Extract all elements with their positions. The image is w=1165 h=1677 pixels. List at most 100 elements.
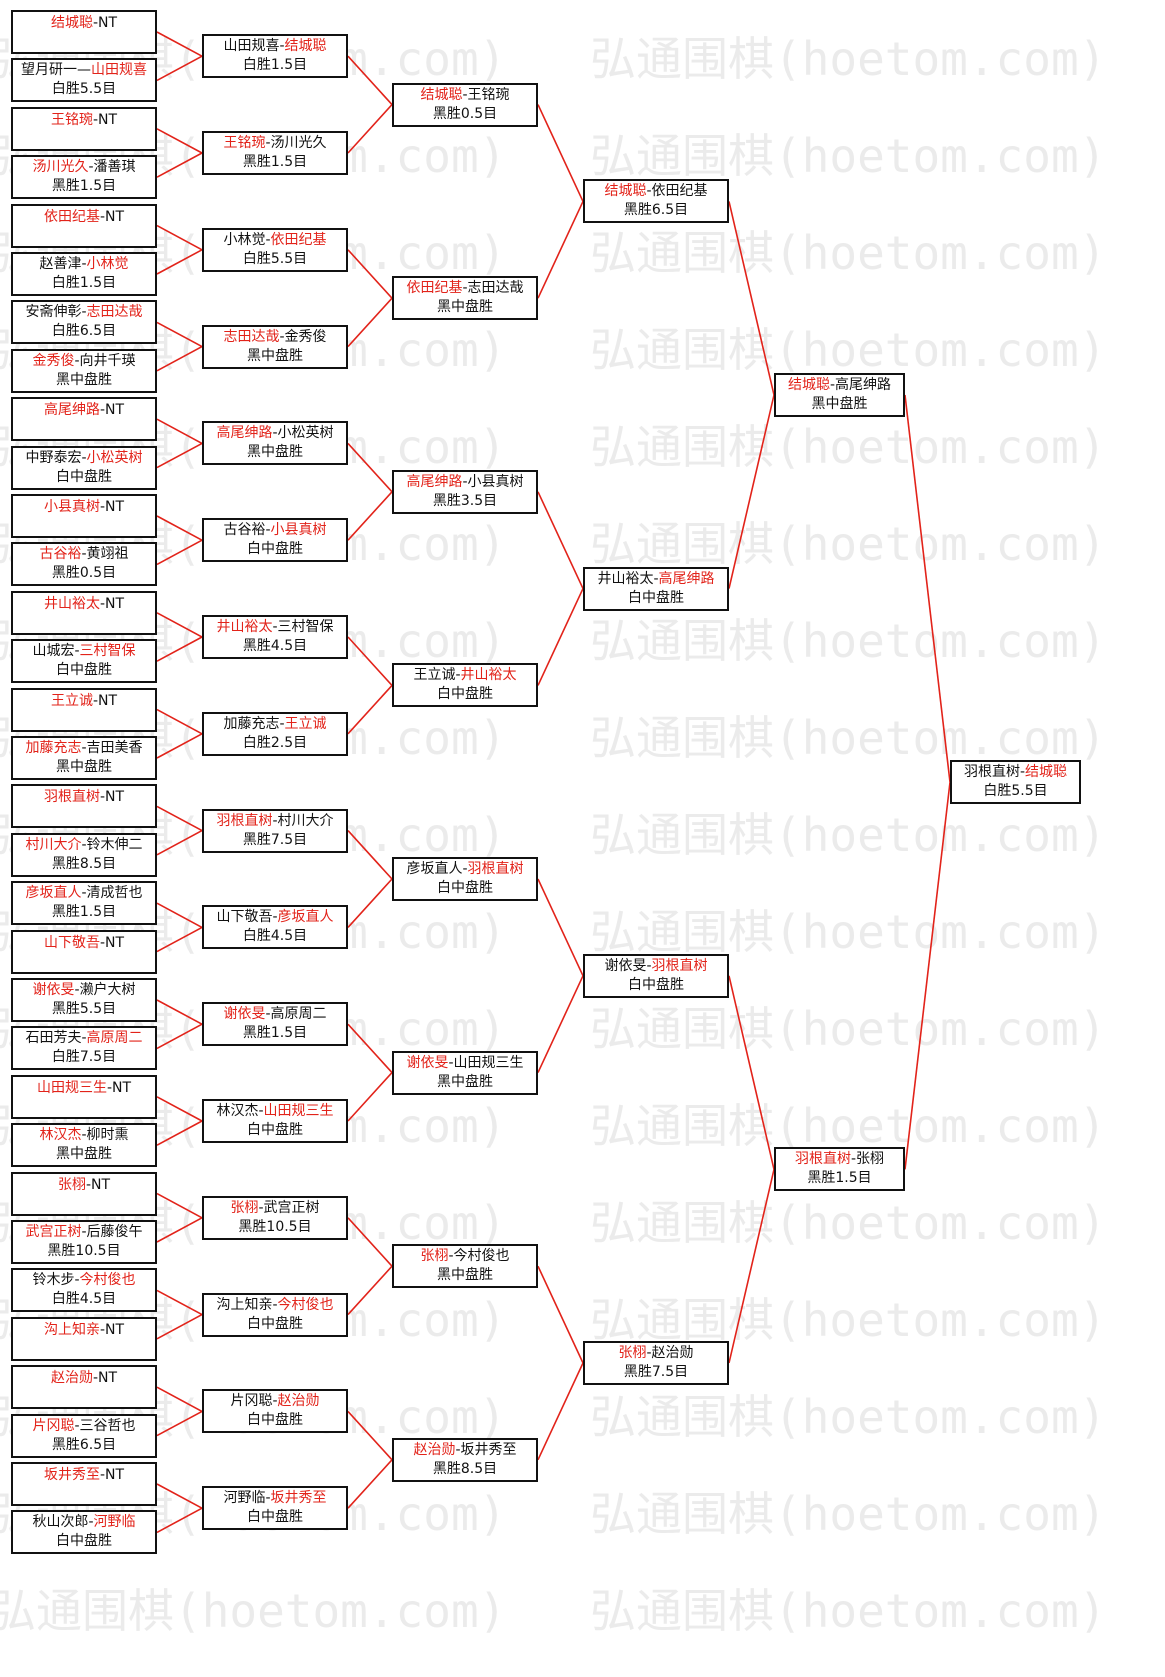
player-name: 小县真树 xyxy=(270,522,327,539)
match-players: 山田规喜-结城聪 xyxy=(223,37,326,56)
match-players: 谢依旻-山田规三生 xyxy=(406,1054,523,1073)
player-name: 武宫正树 xyxy=(25,1224,82,1240)
match-players: 依田纪基-志田达哉 xyxy=(406,279,523,298)
match-box-r2-15: 片冈聪-赵治勋白中盘胜 xyxy=(202,1389,348,1434)
match-box-r5-2: 羽根直树-张栩黑胜1.5目 xyxy=(774,1147,905,1192)
player-name: 三村智保 xyxy=(79,643,136,660)
match-box-r1-10: 中野泰宏-小松英树白中盘胜 xyxy=(11,445,157,490)
player-name: NT xyxy=(105,208,125,225)
player-name: 赵治勋 xyxy=(50,1370,93,1387)
player-name: 河野临 xyxy=(93,1514,136,1531)
player-separator: - xyxy=(74,352,80,369)
bracket-line xyxy=(156,1096,203,1122)
player-separator: - xyxy=(99,934,106,951)
match-players: 加藤充志-吉田美香 xyxy=(25,739,142,758)
player-name: 张栩 xyxy=(856,1151,885,1168)
player-separator: - xyxy=(462,473,468,490)
player-name: 向井千瑛 xyxy=(79,352,136,369)
player-name: 安斋伸彰 xyxy=(25,304,82,321)
match-result: 黑中盘胜 xyxy=(247,347,303,364)
player-name: 小林觉 xyxy=(86,256,129,272)
player-name: 金秀俊 xyxy=(284,328,327,345)
bracket-line xyxy=(156,902,203,929)
match-result: 黑胜8.5目 xyxy=(432,1460,498,1477)
match-result: 黑胜1.5目 xyxy=(242,1025,308,1042)
player-separator: - xyxy=(272,909,278,926)
match-result: 黑中盘胜 xyxy=(437,299,493,316)
match-players: 羽根直树-NT xyxy=(44,788,124,807)
match-box-r1-31: 坂井秀至-NT xyxy=(11,1462,157,1506)
match-result: 白中盘胜 xyxy=(247,1509,303,1526)
player-name: 羽根直树 xyxy=(43,789,100,806)
match-players: 赵善津-小林觉 xyxy=(39,255,128,274)
player-separator: - xyxy=(81,885,87,902)
player-separator: - xyxy=(829,377,836,393)
player-separator: - xyxy=(92,692,99,709)
bracket-line xyxy=(347,249,393,299)
match-players: 古谷裕-小县真树 xyxy=(223,521,326,540)
match-players: 张栩-武宫正树 xyxy=(230,1199,319,1218)
player-separator: - xyxy=(81,1030,87,1047)
match-result: 白中盘胜 xyxy=(56,468,112,485)
match-result: 白中盘胜 xyxy=(628,589,684,606)
match-players: 王立诚-NT xyxy=(51,692,117,711)
player-name: 片冈聪 xyxy=(32,1417,75,1434)
watermark-text: 弘通围棋(hoetom.com) xyxy=(590,1390,1106,1444)
player-name: NT xyxy=(112,1079,132,1096)
player-name: 小县真树 xyxy=(43,499,100,515)
match-result: 黑胜3.5目 xyxy=(432,492,498,509)
player-name: 坂井秀至 xyxy=(43,1467,100,1483)
match-box-r1-14: 山城宏-三村智保白中盘胜 xyxy=(11,639,157,684)
match-box-r2-1: 山田规喜-结城聪白胜1.5目 xyxy=(202,34,348,79)
match-players: 汤川光久-潘善琪 xyxy=(32,158,135,177)
player-name: 赵治勋 xyxy=(413,1441,456,1458)
player-name: 三谷哲也 xyxy=(79,1417,136,1434)
player-name: 王铭琬 xyxy=(467,86,510,103)
player-name: 志田达哉 xyxy=(467,280,524,297)
player-name: 羽根直树 xyxy=(216,812,273,829)
match-players: 赵治勋-NT xyxy=(51,1369,117,1388)
bracket-line xyxy=(537,201,584,299)
match-box-r4-3: 谢依旻-羽根直树白中盘胜 xyxy=(583,953,729,998)
player-name: 王立诚 xyxy=(413,667,456,684)
bracket-line xyxy=(347,104,393,154)
match-box-r1-1: 结城聪-NT xyxy=(11,10,157,54)
player-name: NT xyxy=(105,499,125,515)
match-box-r1-13: 井山裕太-NT xyxy=(11,590,157,635)
player-separator: - xyxy=(88,159,94,176)
bracket-line xyxy=(347,1072,393,1122)
match-box-r1-2: 望月研一—山田规喜白胜5.5目 xyxy=(11,58,157,103)
match-players: 山下敬吾-NT xyxy=(44,934,124,953)
match-players: 古谷裕-黄翊祖 xyxy=(39,545,128,564)
match-box-r2-11: 谢依旻-高原周二黑胜1.5目 xyxy=(202,1002,348,1047)
player-name: 高原周二 xyxy=(270,1006,327,1023)
bracket-line xyxy=(156,708,203,735)
match-players: 谢依旻-高原周二 xyxy=(223,1005,326,1024)
watermark-text: 弘通围棋(hoetom.com) xyxy=(590,1099,1106,1153)
player-name: NT xyxy=(105,1321,125,1338)
match-result: 黑胜5.5目 xyxy=(51,1001,117,1017)
bracket-line xyxy=(347,1459,393,1509)
match-players: 结城聪-依田纪基 xyxy=(604,182,707,201)
match-players: 林汉杰-山田规三生 xyxy=(216,1102,333,1121)
bracket-line xyxy=(156,1023,203,1050)
bracket-line xyxy=(156,1192,203,1219)
player-name: 志田达哉 xyxy=(86,304,143,321)
player-separator: - xyxy=(81,1127,87,1144)
player-name: 高尾绅路 xyxy=(216,425,273,442)
match-box-r1-25: 张栩-NT xyxy=(11,1171,157,1216)
watermark-text: 弘通围棋(hoetom.com) xyxy=(590,808,1106,862)
player-name: 小林觉 xyxy=(223,231,266,248)
player-separator: - xyxy=(265,135,271,151)
match-box-r1-9: 高尾绅路-NT xyxy=(11,397,157,442)
player-name: 铃木伸二 xyxy=(86,836,143,853)
player-name: 井山裕太 xyxy=(460,667,517,684)
player-name: 小县真树 xyxy=(467,473,524,490)
match-result: 白中盘胜 xyxy=(628,976,684,993)
player-name: 小松英树 xyxy=(86,449,143,466)
match-box-r2-12: 林汉杰-山田规三生白中盘胜 xyxy=(202,1099,348,1143)
player-name: 依田纪基 xyxy=(43,208,100,225)
player-separator: - xyxy=(265,1490,271,1507)
player-separator: - xyxy=(646,957,652,974)
